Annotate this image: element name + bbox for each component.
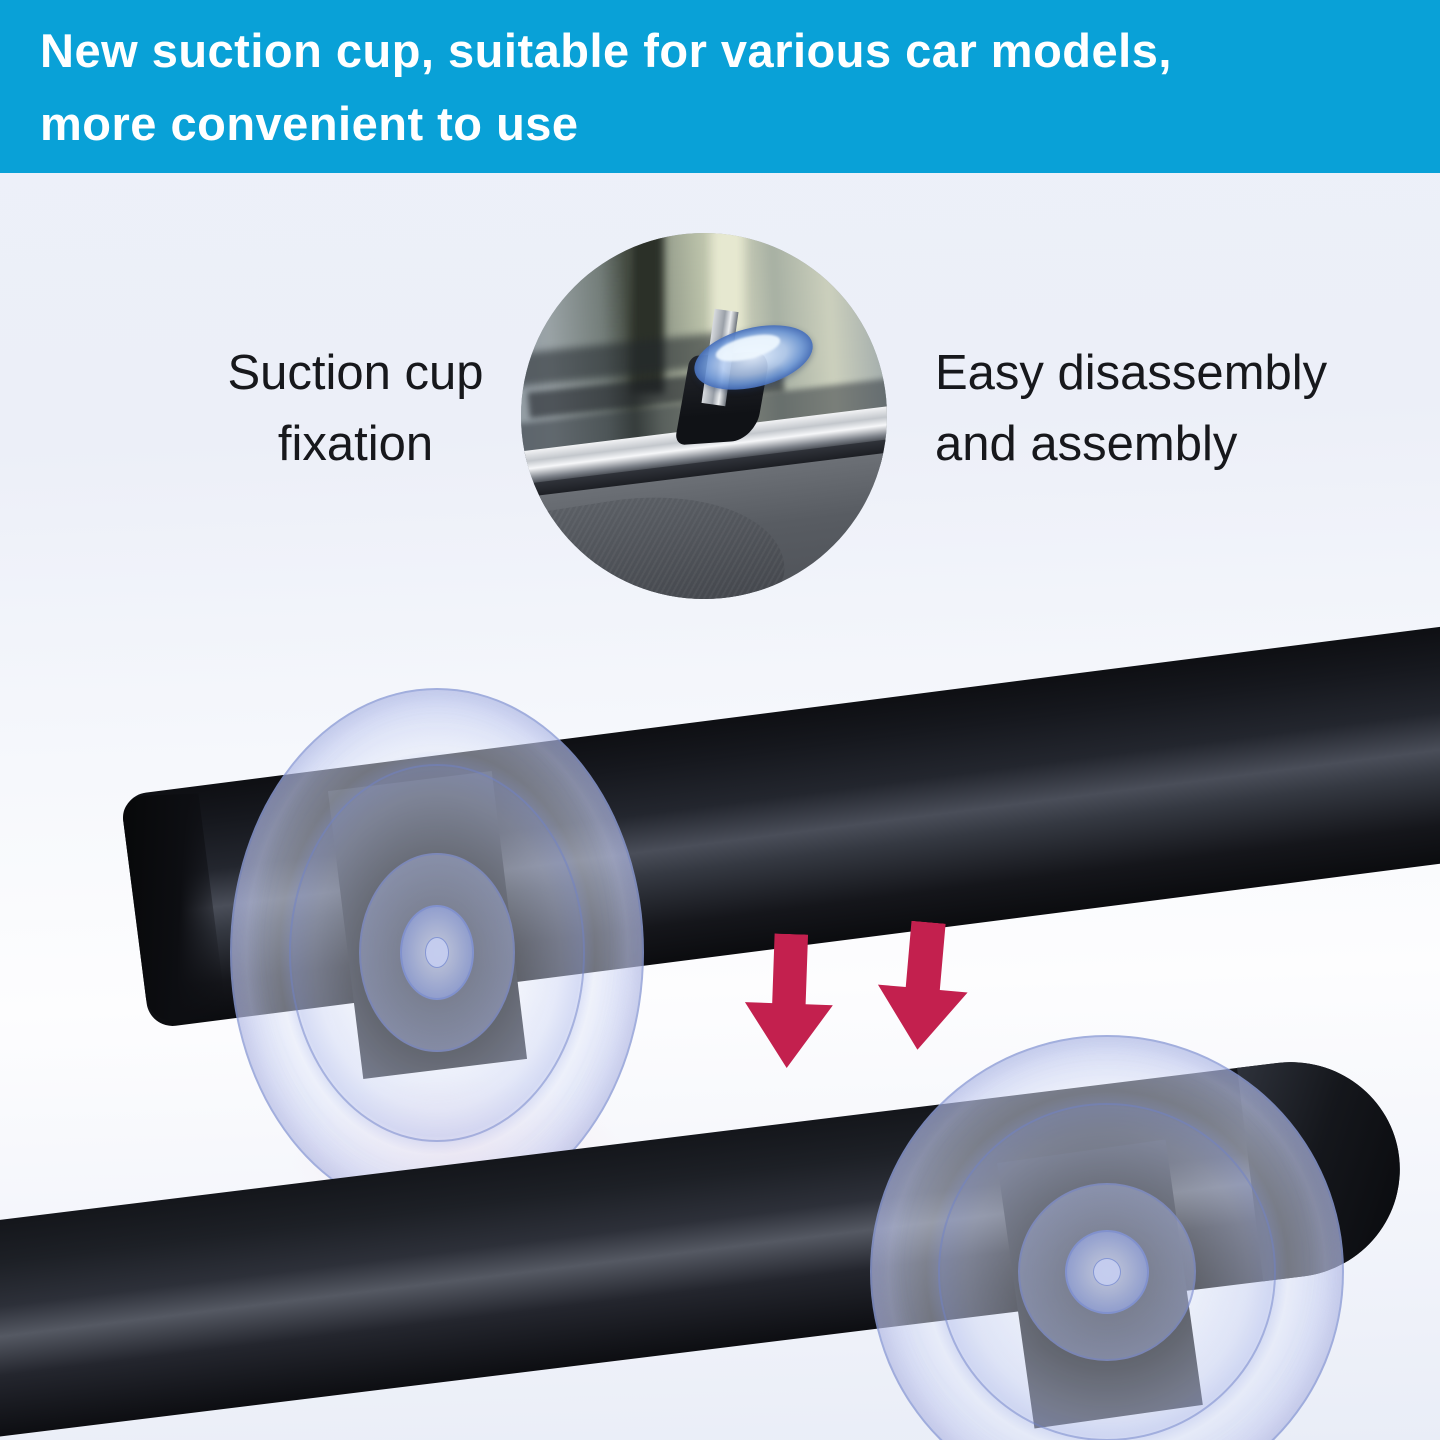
cup-outer-ring [289, 763, 585, 1142]
suction-cup-large-bottom [870, 1035, 1344, 1440]
cup-center-nub [1092, 1257, 1122, 1287]
rod-end-cap [120, 793, 228, 1022]
caption-left-line1: Suction cup [227, 346, 484, 400]
caption-right-line1: Easy disassembly [935, 346, 1328, 400]
caption-left-line2: fixation [277, 417, 434, 471]
header-banner: New suction cup, suitable for various ca… [0, 0, 1440, 173]
down-arrow-icon [743, 933, 836, 1070]
suction-cup-large-top [230, 688, 644, 1217]
caption-suction-cup-fixation: Suction cup fixation [168, 338, 543, 480]
caption-easy-assembly: Easy disassembly and assembly [935, 338, 1365, 480]
down-arrow-icon [873, 918, 974, 1053]
inset-photo-dashboard [521, 233, 887, 599]
banner-title-line2: more convenient to use [40, 97, 579, 150]
caption-right-line2: and assembly [935, 417, 1238, 471]
banner-title-line1: New suction cup, suitable for various ca… [40, 24, 1172, 77]
cup-center-nub [424, 936, 450, 969]
